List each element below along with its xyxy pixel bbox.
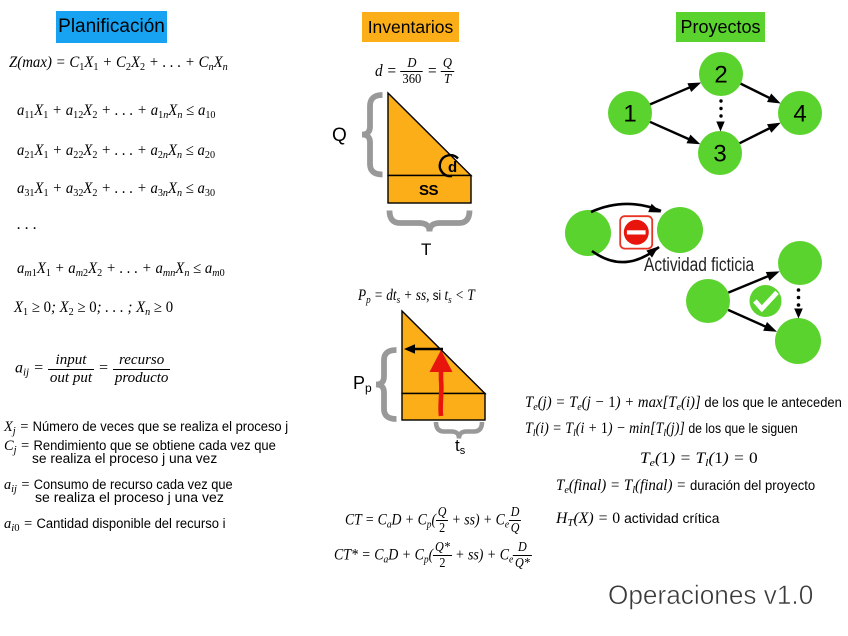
svg-text:1: 1 bbox=[623, 101, 636, 128]
svg-text:4: 4 bbox=[793, 101, 806, 128]
svg-text:3: 3 bbox=[713, 141, 726, 168]
svg-text:2: 2 bbox=[714, 62, 727, 89]
